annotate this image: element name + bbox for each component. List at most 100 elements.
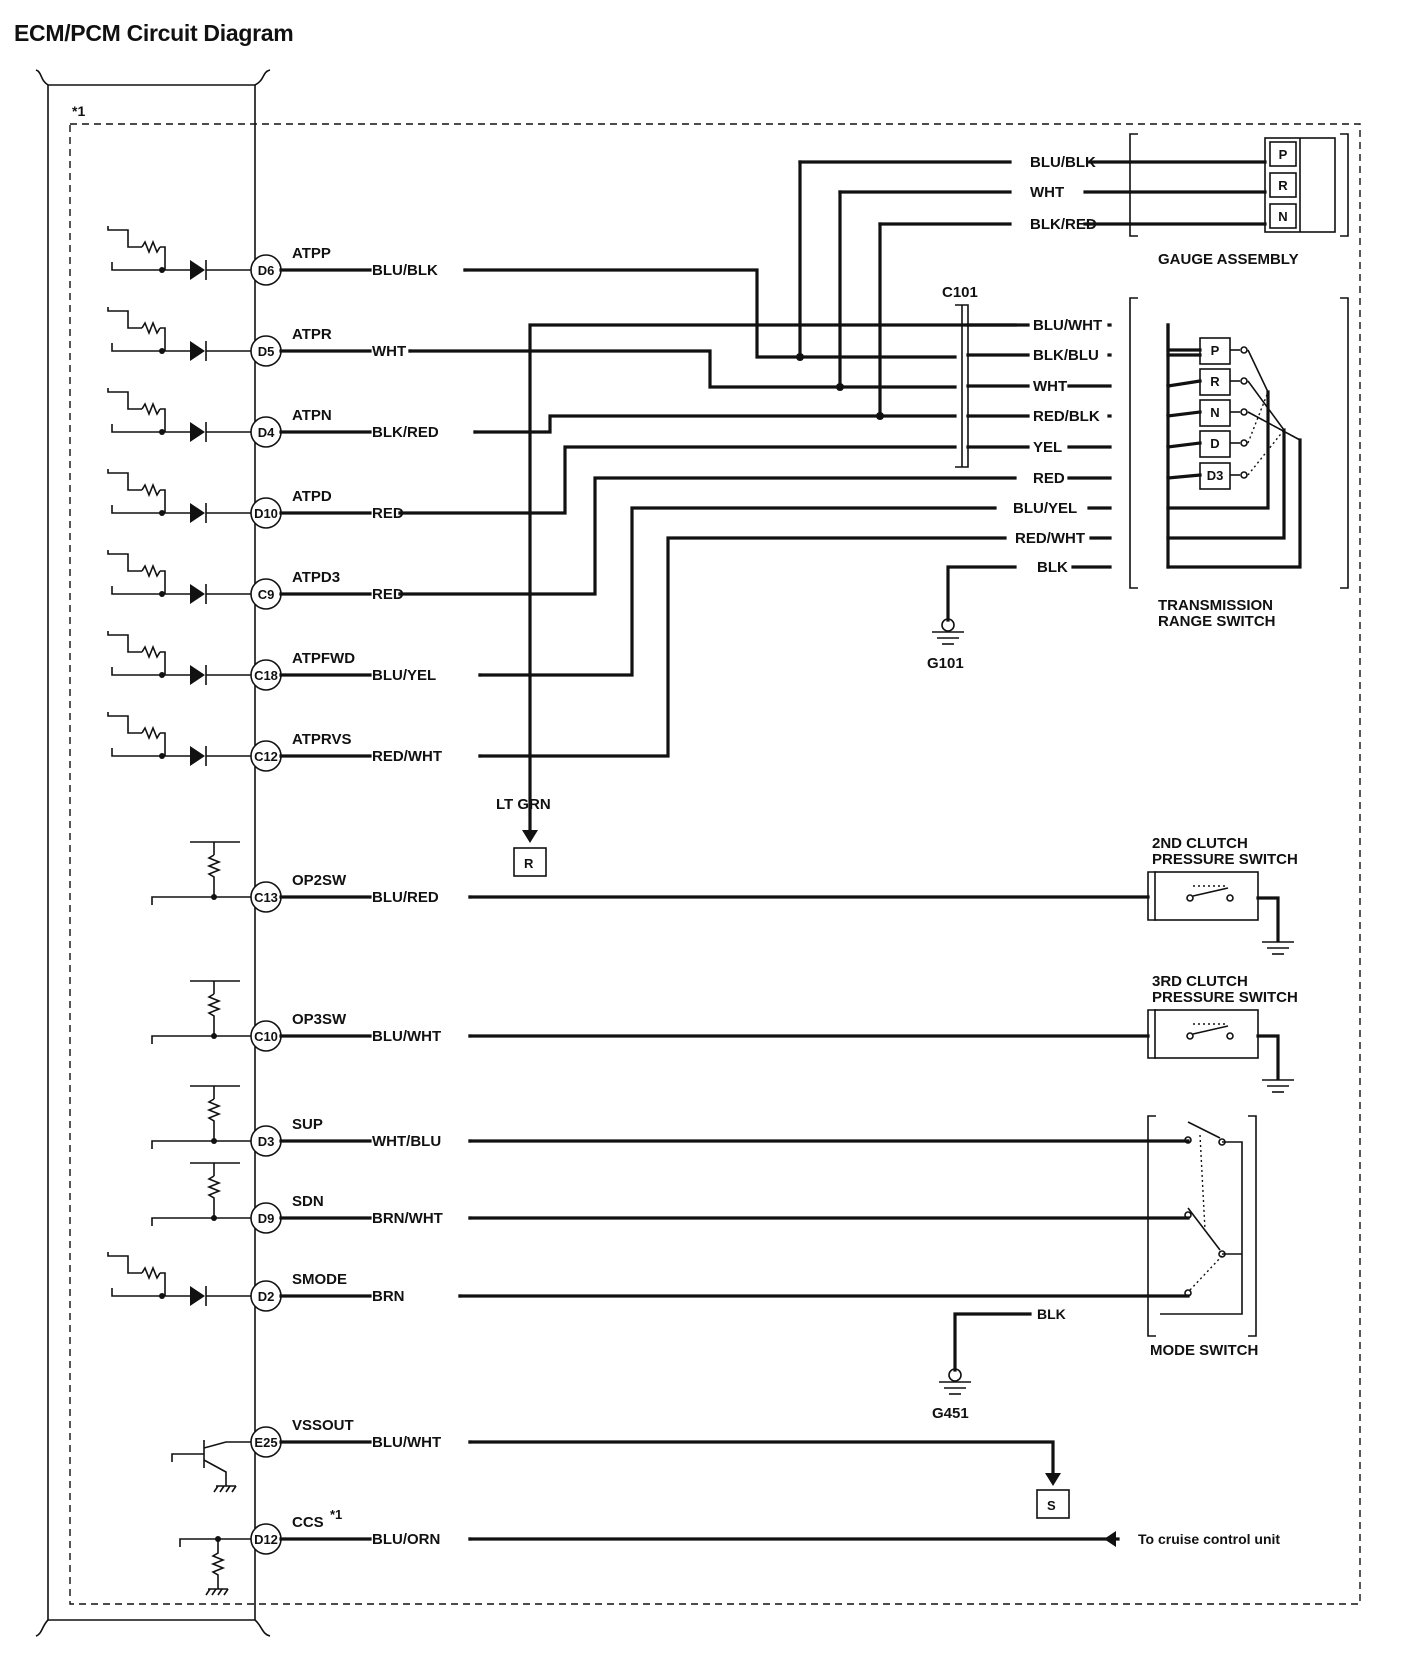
gauge-position-label: P: [1279, 147, 1288, 162]
diode-icon: [190, 260, 205, 280]
pullup-wire: [160, 732, 166, 756]
pin-label: D3: [258, 1134, 275, 1149]
pin-label: D6: [258, 263, 275, 278]
base-wire: [171, 1453, 204, 1462]
input-wire: [111, 667, 190, 676]
wire-atpr: [408, 349, 957, 389]
diode-icon: [190, 746, 205, 766]
input-wire: [179, 1538, 255, 1547]
trs-wire-label: RED/WHT: [1015, 530, 1085, 547]
signal-label: ATPR: [292, 326, 332, 343]
signal-label: SMODE: [292, 1271, 347, 1288]
trs-internal: [1166, 379, 1202, 388]
trs-internal: [1166, 441, 1202, 449]
input-wire: [111, 505, 190, 514]
wire-color-label: BLU/ORN: [372, 1531, 440, 1548]
gauge-position-box: [1269, 141, 1297, 167]
input-wire: [151, 1140, 255, 1149]
signal-label: OP2SW: [292, 872, 347, 889]
trs-label-line1: TRANSMISSION: [1158, 597, 1273, 614]
trs-wire-label: RED/BLK: [1033, 408, 1100, 425]
trs-label-line2: RANGE SWITCH: [1158, 613, 1276, 630]
signal-label: ATPRVS: [292, 731, 351, 748]
trs-internal: [1166, 438, 1302, 569]
wire-atpn: [473, 414, 957, 434]
mode-switch: MODE SWITCH BLK: [1037, 1115, 1258, 1359]
gauge-wire-label-1: BLU/BLK: [1030, 154, 1096, 171]
gauge-position-label: N: [1278, 209, 1287, 224]
diode-icon: [190, 584, 205, 604]
pin-label: D2: [258, 1289, 275, 1304]
junction-dot: [211, 1033, 217, 1039]
pullup-wire: [160, 408, 166, 432]
wire-color-label: BLU/WHT: [372, 1028, 441, 1045]
trs-internal: [1166, 410, 1202, 418]
pullup-wire: [160, 570, 166, 594]
wire-color-label: WHT: [372, 343, 406, 360]
g101-label: G101: [927, 655, 964, 672]
trs-internal: [1166, 323, 1202, 352]
junction-dot: [159, 348, 165, 354]
resistor-symbol: [141, 482, 161, 498]
diode-icon: [190, 665, 205, 685]
wire-color-label: BLU/YEL: [372, 667, 436, 684]
gauge-assembly-label: GAUGE ASSEMBLY: [1158, 251, 1299, 268]
diode-icon: [190, 503, 205, 523]
resistor-symbol: [206, 1175, 222, 1218]
pin-label: C9: [258, 587, 275, 602]
wire-atpd: [398, 445, 957, 515]
wire-color-label: BRN/WHT: [372, 1210, 443, 1227]
wire-color-label: BLU/WHT: [372, 1434, 441, 1451]
signal-note: *1: [330, 1507, 342, 1522]
signal-label: VSSOUT: [292, 1417, 354, 1434]
trs-wire-label: BLK: [1037, 559, 1068, 576]
resistor-symbol: [206, 993, 222, 1036]
pin-label: C12: [254, 749, 278, 764]
pin-label: D4: [258, 425, 275, 440]
trs-wire-label: BLK/BLU: [1033, 347, 1099, 364]
junction-dot: [159, 429, 165, 435]
trs-position-label: D: [1210, 436, 1219, 451]
wire-color-label: RED/WHT: [372, 748, 442, 765]
trs-contact: [1240, 439, 1248, 447]
pullup-wire: [160, 1272, 166, 1296]
trs-position-label: R: [1210, 374, 1220, 389]
junction-dot: [159, 510, 165, 516]
gauge-wire-label-2: WHT: [1030, 184, 1064, 201]
signal-label: ATPD3: [292, 569, 340, 586]
junction-dot: [159, 591, 165, 597]
pin-label: C10: [254, 1029, 278, 1044]
signal-label: ATPN: [292, 407, 332, 424]
pullup-wire: [107, 550, 142, 572]
signal-label: SUP: [292, 1116, 323, 1133]
trs-wire-label: BLU/YEL: [1013, 500, 1077, 517]
pullup-wire: [107, 1252, 142, 1274]
gauge-position-label: R: [1278, 178, 1288, 193]
signal-label: CCS: [292, 1514, 324, 1531]
cruise-control-link: To cruise control unit: [468, 1531, 1280, 1547]
trs-wire-label: BLU/WHT: [1033, 317, 1102, 334]
ground-g101: G101: [927, 565, 1017, 672]
page-title: ECM/PCM Circuit Diagram: [14, 20, 294, 46]
resistor-symbol: [206, 1098, 222, 1141]
input-wire: [111, 586, 190, 595]
wire-color-label: BLU/RED: [372, 889, 439, 906]
signal-label: SDN: [292, 1193, 324, 1210]
diode-icon: [190, 341, 205, 361]
g451-label: G451: [932, 1405, 969, 1422]
cruise-note: To cruise control unit: [1138, 1531, 1280, 1547]
clutch-2nd-line2: PRESSURE SWITCH: [1152, 851, 1298, 868]
trs-contact: [1240, 346, 1248, 354]
c101-connector: C101: [942, 284, 978, 468]
resistor-symbol: [141, 320, 161, 336]
terminal-row-c12: C12 ATPRVS RED/WHT: [107, 712, 482, 772]
